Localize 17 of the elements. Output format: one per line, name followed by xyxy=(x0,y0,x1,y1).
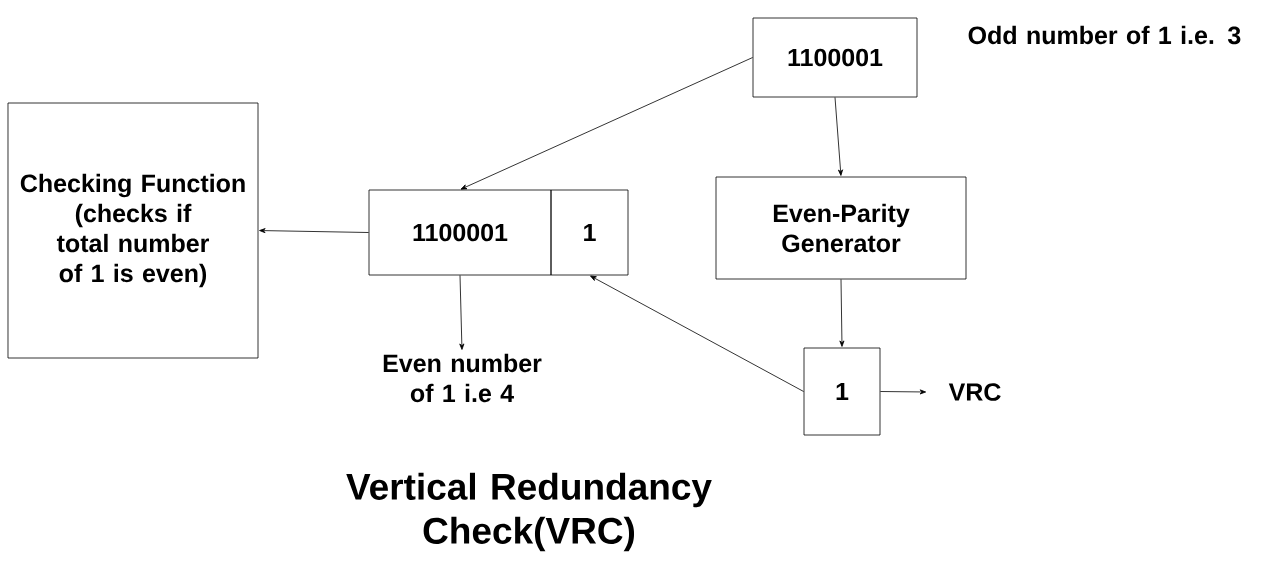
generator-box: Even-Parity Generator xyxy=(715,176,967,280)
arrow xyxy=(259,228,369,234)
arrow xyxy=(880,389,927,395)
title: Vertical Redundancy Check(VRC) xyxy=(346,472,712,552)
parity-bit-box: 1 xyxy=(803,347,881,436)
note-text: Even number of 1 i.e 4 xyxy=(383,353,542,403)
arrow xyxy=(590,275,804,392)
function-box: Checking Function (checks if total number of 1 is even) xyxy=(7,102,259,359)
parity-bit-box: 1 xyxy=(550,189,629,276)
note-text: Odd number of 1 i.e. 3 xyxy=(968,25,1241,45)
arrow xyxy=(460,57,753,190)
arrow xyxy=(839,279,845,347)
output-text: VRC xyxy=(948,383,1001,401)
data-box: 1100001 xyxy=(368,189,552,276)
arrow xyxy=(834,97,843,176)
data-box: 1100001 xyxy=(752,17,918,98)
arrow xyxy=(459,275,465,350)
